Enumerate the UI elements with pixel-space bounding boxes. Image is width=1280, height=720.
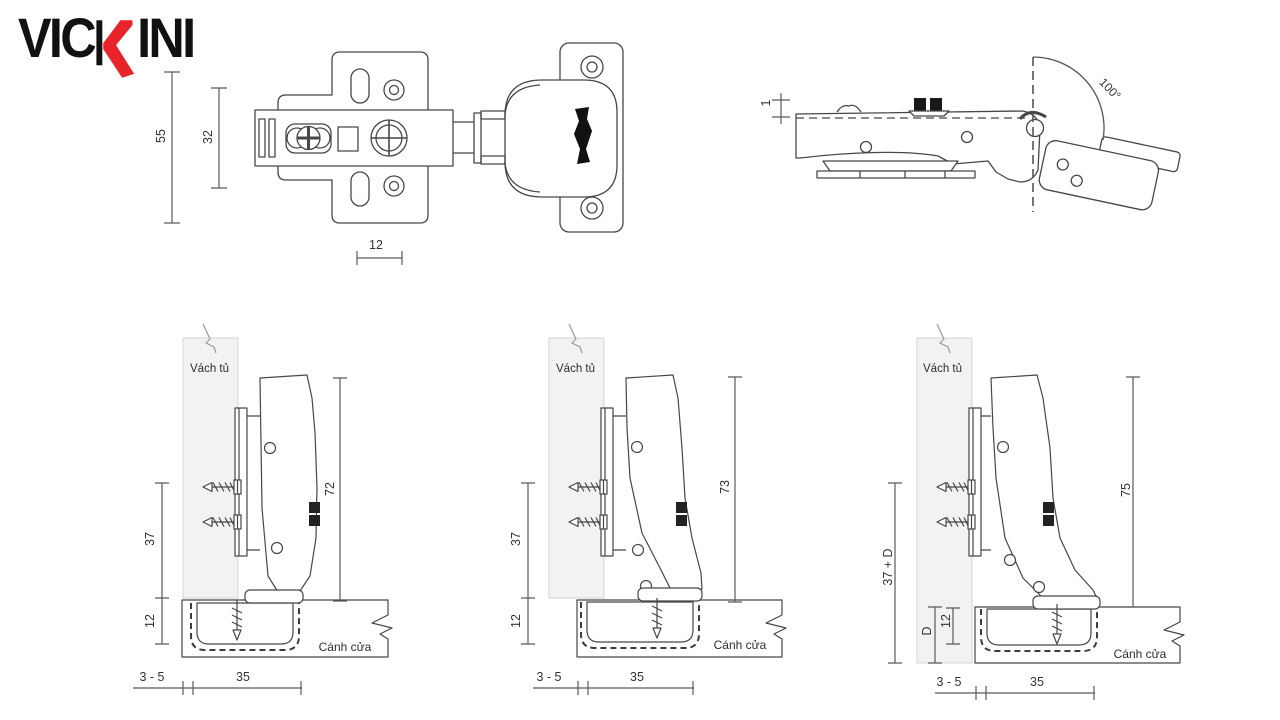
top-view-drawing xyxy=(254,42,624,233)
door-label: Cánh cửa xyxy=(1113,647,1167,661)
hinge-cup xyxy=(586,601,694,643)
hinge-arm xyxy=(625,374,703,591)
dim-12-top: 12 xyxy=(369,238,383,252)
cabinet-panel xyxy=(182,337,239,599)
dim-gap: 3 - 5 xyxy=(536,670,562,684)
hinge-cup xyxy=(986,608,1092,646)
dim-12-cup: 12 xyxy=(143,614,157,628)
dimensions xyxy=(888,376,1140,700)
side-view-dimensions xyxy=(772,93,790,124)
dim-35: 35 xyxy=(1030,675,1044,689)
dim-37: 37 xyxy=(509,532,523,546)
dim-35: 35 xyxy=(236,670,250,684)
brand-k-glyph xyxy=(96,20,135,78)
dim-12-cup: 12 xyxy=(509,614,523,628)
dim-37-plus-d: 37 + D xyxy=(881,548,895,586)
mount-view-half-overlay xyxy=(521,323,787,695)
panel-label: Vách tủ xyxy=(923,363,962,375)
dim-gap: 3 - 5 xyxy=(936,675,962,689)
cup-bore-dashed xyxy=(580,602,700,649)
dim-32: 32 xyxy=(201,130,215,144)
door-label: Cánh cửa xyxy=(318,640,372,654)
cabinet-panel xyxy=(548,337,605,599)
door-label: Cánh cửa xyxy=(713,638,767,652)
brand-text-right: INI xyxy=(137,6,196,69)
hinge-arm xyxy=(259,374,318,593)
panel-label: Vách tủ xyxy=(190,363,229,375)
cup-bore-dashed xyxy=(980,609,1098,652)
top-view-dimensions xyxy=(164,71,403,265)
side-view-drawing xyxy=(795,56,1181,212)
mount-view-inset xyxy=(888,323,1185,700)
break-mark xyxy=(202,323,217,354)
dimensions xyxy=(521,376,742,695)
dim-35: 35 xyxy=(630,670,644,684)
hinge-cup xyxy=(196,602,294,645)
brand-logo: VIC INI xyxy=(18,6,196,79)
dim-73: 73 xyxy=(718,480,732,494)
dim-12-cup: 12 xyxy=(939,614,953,628)
panel-label: Vách tủ xyxy=(556,363,595,375)
dim-72: 72 xyxy=(323,482,337,496)
cup-bore-dashed xyxy=(190,603,300,651)
break-mark xyxy=(568,323,583,354)
dim-55: 55 xyxy=(154,129,168,143)
dim-gap: 3 - 5 xyxy=(139,670,165,684)
break-mark xyxy=(936,323,951,354)
dim-d: D xyxy=(920,626,934,636)
dim-37: 37 xyxy=(143,532,157,546)
dim-75: 75 xyxy=(1119,483,1133,497)
dimensions xyxy=(133,377,347,695)
brand-stamp xyxy=(574,107,592,164)
dim-1: 1 xyxy=(759,99,773,107)
mount-view-full-overlay xyxy=(133,323,393,695)
brand-text-left: VIC xyxy=(18,6,97,69)
hinge-arm xyxy=(990,374,1099,601)
